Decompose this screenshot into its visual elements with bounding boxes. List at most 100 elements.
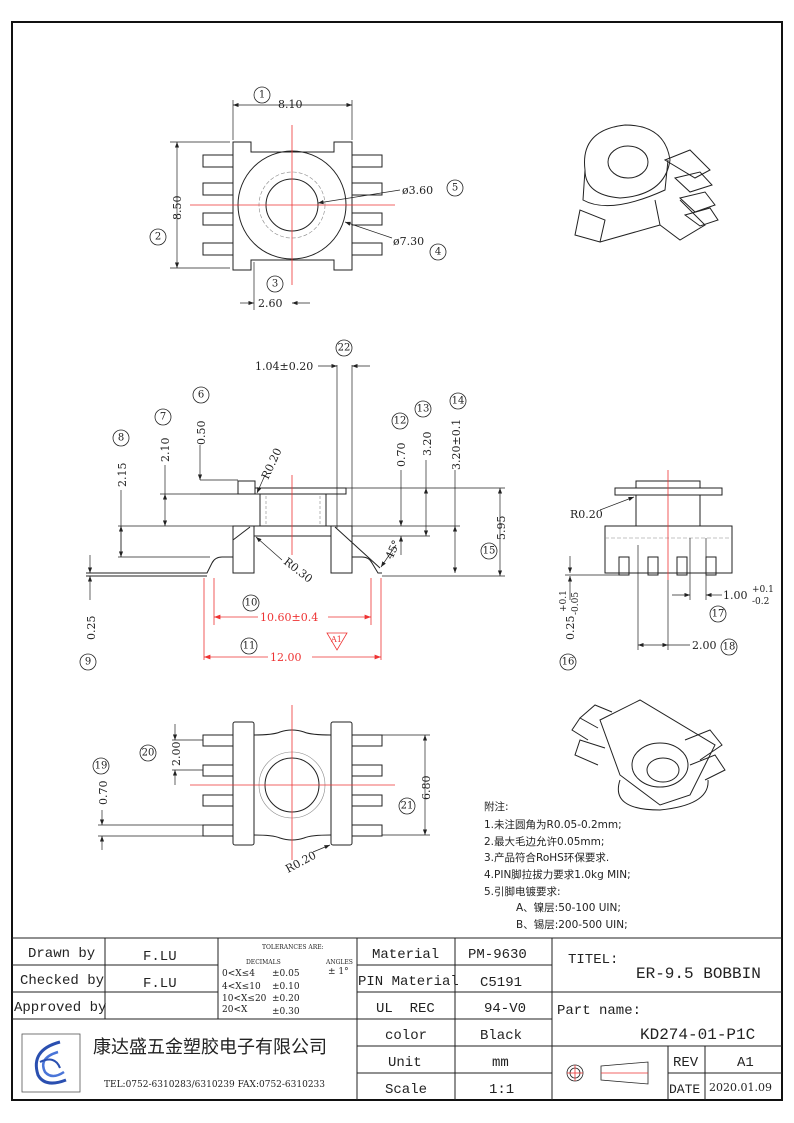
balloon-17: 17 <box>709 605 727 623</box>
balloon-4: 4 <box>429 243 447 261</box>
balloon-12: 12 <box>391 412 409 430</box>
dim-top-height: 8.50 <box>171 196 184 221</box>
balloon-19: 19 <box>92 757 110 775</box>
balloon-18: 18 <box>720 638 738 656</box>
dim-right-0-25-minus: -0.05 <box>571 592 581 615</box>
svg-text:2: 2 <box>155 232 161 243</box>
balloon-2: 2 <box>149 228 167 246</box>
rev-value: A1 <box>737 1055 754 1071</box>
svg-text:7: 7 <box>160 412 166 423</box>
balloon-7: 7 <box>154 408 172 426</box>
dim-bot-0-70: 0.70 <box>97 781 110 806</box>
svg-text:4: 4 <box>435 247 441 258</box>
svg-text:8: 8 <box>118 433 124 444</box>
balloon-8: 8 <box>112 429 130 447</box>
approved-by-label: Approved by <box>14 1000 106 1016</box>
dim-side-1-04: 1.04±0.20 <box>255 360 313 373</box>
dim-side-r030: R0.30 <box>281 555 315 585</box>
pin-material-label: PIN Material <box>358 974 459 990</box>
svg-text:14: 14 <box>452 396 465 407</box>
balloon-5: 5 <box>446 179 464 197</box>
balloon-13: 13 <box>414 400 432 418</box>
unit-value: mm <box>492 1055 509 1071</box>
tolerances-angle-value: ± 1° <box>328 967 349 977</box>
dim-side-12-00: 12.00 <box>270 651 302 664</box>
dim-side-3-20-tol: 3.20±0.1 <box>450 419 463 470</box>
color-value: Black <box>480 1028 522 1044</box>
color-label: color <box>385 1028 427 1044</box>
part-name-label: Part name: <box>557 1003 641 1019</box>
tol-value-4: ±0.30 <box>272 1007 300 1017</box>
dim-side-r020: R0.20 <box>259 446 285 481</box>
svg-text:1: 1 <box>259 90 265 101</box>
dim-dia-inner: ø3.60 <box>402 184 433 197</box>
dim-dia-outer: ø7.30 <box>393 235 424 248</box>
dim-right-1-00-minus: -0.2 <box>752 597 769 607</box>
svg-text:19: 19 <box>95 761 108 772</box>
dim-side-0-70: 0.70 <box>395 443 408 468</box>
top-view: 8.10 8.50 2.60 ø3.60 ø7.30 <box>170 98 433 310</box>
balloon-22: 22 <box>335 339 353 357</box>
svg-text:22: 22 <box>338 343 351 354</box>
svg-text:15: 15 <box>483 546 496 557</box>
balloon-21: 21 <box>398 797 416 815</box>
dim-side-45: 45° <box>383 538 403 561</box>
dim-bot-6-80: 6.80 <box>420 776 433 801</box>
bottom-view: 2.00 0.70 6.80 R0.20 <box>97 705 433 876</box>
svg-text:21: 21 <box>401 801 414 812</box>
tolerances-angles: ANGLES <box>325 959 353 966</box>
balloon-11: 11 <box>240 637 258 655</box>
svg-text:3: 3 <box>272 279 278 290</box>
tol-value-1: ±0.05 <box>272 969 300 979</box>
ul-rec-label: UL REC <box>376 1001 435 1017</box>
company-logo <box>21 1033 81 1093</box>
isometric-view-top <box>574 124 719 243</box>
dim-right-2-00: 2.00 <box>692 639 717 652</box>
balloon-9: 9 <box>79 653 97 671</box>
svg-text:6: 6 <box>198 390 204 401</box>
tol-range-3: 10<X≤20 <box>222 994 267 1004</box>
svg-text:9: 9 <box>85 657 91 668</box>
note-5b: B、锡层:200-500 UIN; <box>516 918 628 931</box>
dim-top-width: 8.10 <box>278 98 303 111</box>
drawn-by-value: F.LU <box>143 949 177 965</box>
title-label: TITEL: <box>568 952 618 968</box>
note-1: 1.未注圆角为R0.05-0.2mm; <box>484 818 622 831</box>
dim-side-0-50: 0.50 <box>195 421 208 446</box>
drawing-title: ER-9.5 BOBBIN <box>636 965 761 983</box>
title-block: Drawn by F.LU Checked by F.LU Approved b… <box>12 937 782 1100</box>
balloon-15: 15 <box>480 542 498 560</box>
checked-by-label: Checked by <box>20 973 104 989</box>
tolerances-title: TOLERANCES ARE: <box>262 944 324 951</box>
dim-bot-r020: R0.20 <box>283 849 318 876</box>
balloon-1: 1 <box>253 86 271 104</box>
tolerances-decimals: DECIMALS <box>246 959 281 966</box>
balloon-3: 3 <box>266 275 284 293</box>
material-label: Material <box>372 947 439 963</box>
isometric-view-bottom <box>571 699 726 811</box>
balloon-20: 20 <box>139 744 157 762</box>
date-label: DATE <box>669 1082 700 1097</box>
notes: 附注: 1.未注圆角为R0.05-0.2mm; 2.最大毛边允许0.05mm; … <box>484 800 631 931</box>
drawn-by-label: Drawn by <box>28 946 95 962</box>
dim-bot-2-00: 2.00 <box>170 742 183 767</box>
svg-text:20: 20 <box>142 748 155 759</box>
note-4: 4.PIN脚拉拔力要求1.0kg MIN; <box>484 868 631 881</box>
ul-rec-value: 94-V0 <box>484 1001 526 1017</box>
svg-text:13: 13 <box>417 404 430 415</box>
note-5: 5.引脚电镀要求: <box>484 885 561 898</box>
tol-value-3: ±0.20 <box>272 994 300 1004</box>
svg-text:11: 11 <box>243 641 256 652</box>
sheet-border <box>11 21 783 1101</box>
rev-label: REV <box>673 1055 699 1071</box>
tol-range-2: 4<X≤10 <box>222 982 261 992</box>
dim-right-0-25-plus: +0.1 <box>559 590 569 612</box>
dim-right-r020: R0.20 <box>570 508 603 521</box>
right-view: R0.20 0.25 +0.1 -0.05 1.00 +0.1 -0.2 2.0… <box>559 470 774 652</box>
balloon-6: 6 <box>192 386 210 404</box>
projection-symbol <box>566 1061 649 1085</box>
tol-value-2: ±0.10 <box>272 982 300 992</box>
balloon-14: 14 <box>449 392 467 410</box>
note-5a: A、镍层:50-100 UIN; <box>516 901 621 914</box>
